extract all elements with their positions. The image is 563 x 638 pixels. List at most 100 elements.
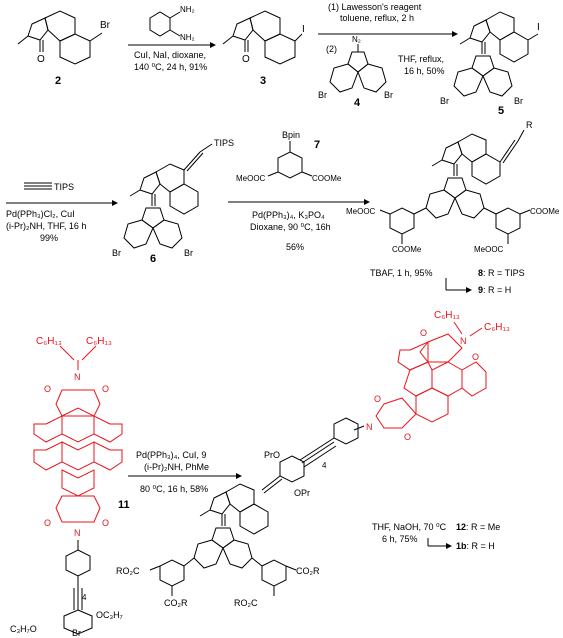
c1b-text: : R = H (467, 541, 495, 551)
s6-cond3: 80 ⁰C, 16 h, 58% (140, 484, 208, 494)
c12-o1: O (420, 328, 427, 338)
c7-ester2: COOMe (312, 174, 342, 183)
c11-o4: O (102, 518, 109, 528)
step-1: NH₂ NH₂ CuI, NaI, dioxane, 140 ⁰C, 24 h,… (128, 5, 216, 72)
c12-rep: 4 (322, 461, 327, 470)
s1-nh2-a: NH₂ (180, 5, 195, 14)
c12-label: 12 (456, 522, 466, 532)
c11-n2: N (74, 528, 81, 538)
s3-cond2: (i-Pr)₂NH, THF, 16 h (6, 221, 86, 231)
s4-cond2: Dioxane, 90 ⁰C, 16h (250, 222, 331, 232)
s3-cond3: 99% (40, 233, 58, 243)
compound-2: Br O 2 (17, 10, 111, 87)
step-3: TIPS Pd(PPh₃)Cl₂, CuI (i-Pr)₂NH, THF, 16… (6, 182, 118, 243)
s3-cond1: Pd(PPh₃)Cl₂, CuI (6, 209, 75, 219)
c5-br1: Br (440, 96, 449, 106)
c12-pro: PrO (264, 450, 280, 460)
c11-hex1: C₆H₁₃ (36, 336, 62, 347)
c3-label: 3 (260, 75, 266, 87)
s2-cond2: toluene, reflux, 2 h (340, 13, 414, 23)
c89-e2: COOMe (530, 207, 560, 216)
c4-br1: Br (318, 90, 327, 100)
s1-nh2-b: NH₂ (180, 33, 195, 42)
s2-cond5: 16 h, 50% (404, 66, 445, 76)
compound-12-1b: C₆H₁₃ C₆H₁₃ N O O O O N 4 PrO OPr (116, 310, 510, 608)
c11-oc3h7: OC₃H₇ (96, 610, 123, 620)
compound-11: C₆H₁₃ C₆H₁₃ N O O O O N 4 OC₃H₇ C₃H₇O Br… (10, 336, 130, 638)
c11-label: 11 (118, 499, 130, 511)
c8-label: 8 (478, 268, 483, 278)
compound-6: TIPS Br Br 6 (112, 138, 234, 265)
s2-cond4: THF, reflux, (398, 54, 444, 64)
svg-text:8: R = TIPS: 8: R = TIPS (478, 268, 525, 278)
s4-cond3: 56% (286, 242, 304, 252)
svg-text:12: R = Me: 12: R = Me (456, 522, 500, 532)
c4-n2: N₂ (352, 35, 361, 44)
s6-cond2: (i-Pr)₂NH, PhMe (144, 462, 209, 472)
c12-opr: OPr (294, 488, 310, 498)
c2-o: O (37, 54, 45, 65)
s6-cond1: Pd(PPh₃)₄, CuI, 9 (136, 450, 206, 460)
c2-label: 2 (55, 75, 61, 87)
c12-n1: N (460, 336, 467, 346)
c9-text: : R = H (483, 285, 511, 295)
c3-i: I (302, 24, 305, 35)
c1b-label: 1b (456, 541, 467, 551)
c3-o: O (242, 54, 250, 65)
c12-o3: O (374, 394, 381, 404)
c11-o2: O (102, 384, 109, 394)
c5-label: 5 (498, 105, 504, 117)
c12-text: : R = Me (466, 522, 500, 532)
c6-tips: TIPS (214, 138, 234, 148)
step-4: Bpin MeOOC COOMe 7 Pd(PPh₃)₄, K₃PO₄ Diox… (228, 130, 370, 252)
c4-br2: Br (384, 90, 393, 100)
step-7: THF, NaOH, 70 ⁰C 6 h, 75% 12: R = Me 1b:… (372, 522, 500, 551)
c7-ester1: MeOOC (236, 174, 266, 183)
c11-rep: 4 (82, 593, 87, 602)
c11-n1: N (74, 372, 81, 382)
c6-label: 6 (150, 253, 156, 265)
s7-cond2: 6 h, 75% (382, 534, 418, 544)
s1-cond2: 140 ⁰C, 24 h, 91% (134, 62, 207, 72)
c5-br2: Br (514, 96, 523, 106)
compound-3: I O 3 (222, 10, 305, 87)
c12-co2r3: CO₂R (296, 566, 320, 576)
s4-cond1: Pd(PPh₃)₄, K₃PO₄ (252, 210, 325, 220)
c89-e1: MeOOC (346, 207, 376, 216)
compound-5: I Br Br 5 (440, 11, 540, 117)
c89-e4: MeOOC (474, 245, 504, 254)
step-5: TBAF, 1 h, 95% 8: R = TIPS 9: R = H (370, 268, 525, 295)
c12-hex2: C₆H₁₃ (484, 322, 510, 333)
s5-cond1: TBAF, 1 h, 95% (370, 268, 433, 278)
c12-hex1: C₆H₁₃ (434, 310, 460, 321)
c11-o1: O (44, 384, 51, 394)
c89-r: R (526, 120, 533, 130)
step-6: Pd(PPh₃)₄, CuI, 9 (i-Pr)₂NH, PhMe 80 ⁰C,… (128, 450, 242, 494)
s1-cond1: CuI, NaI, dioxane, (134, 50, 206, 60)
c12-o4: O (404, 432, 411, 442)
c7-bpin: Bpin (282, 130, 300, 140)
s2-cond3: (2) (326, 44, 337, 54)
c11-o3: O (44, 518, 51, 528)
c11-br: Br (72, 628, 81, 638)
s2-cond1: (1) Lawesson's reagent (328, 2, 422, 12)
s7-cond1: THF, NaOH, 70 ⁰C (372, 522, 447, 532)
c12-co2r2: CO₂R (164, 598, 188, 608)
c11-hex2: C₆H₁₃ (86, 336, 112, 347)
compound-8-9: R MeOOC COOMe COOMe MeOOC (346, 120, 560, 254)
c12-co2r4: RO₂C (234, 598, 258, 608)
c6-br2: Br (184, 248, 193, 258)
c12-o2: O (472, 352, 479, 362)
c89-e3: COOMe (392, 245, 422, 254)
c5-i: I (537, 22, 540, 33)
c2-br: Br (100, 20, 111, 31)
step-2: (1) Lawesson's reagent toluene, reflux, … (318, 2, 458, 109)
c6-br1: Br (112, 248, 121, 258)
svg-text:1b: R = H: 1b: R = H (456, 541, 495, 551)
c11-c3h7o: C₃H₇O (10, 624, 37, 634)
c8-text: : R = TIPS (483, 268, 525, 278)
c9-label: 9 (478, 285, 483, 295)
s3-tips: TIPS (54, 182, 74, 192)
c12-n2: N (366, 422, 373, 432)
